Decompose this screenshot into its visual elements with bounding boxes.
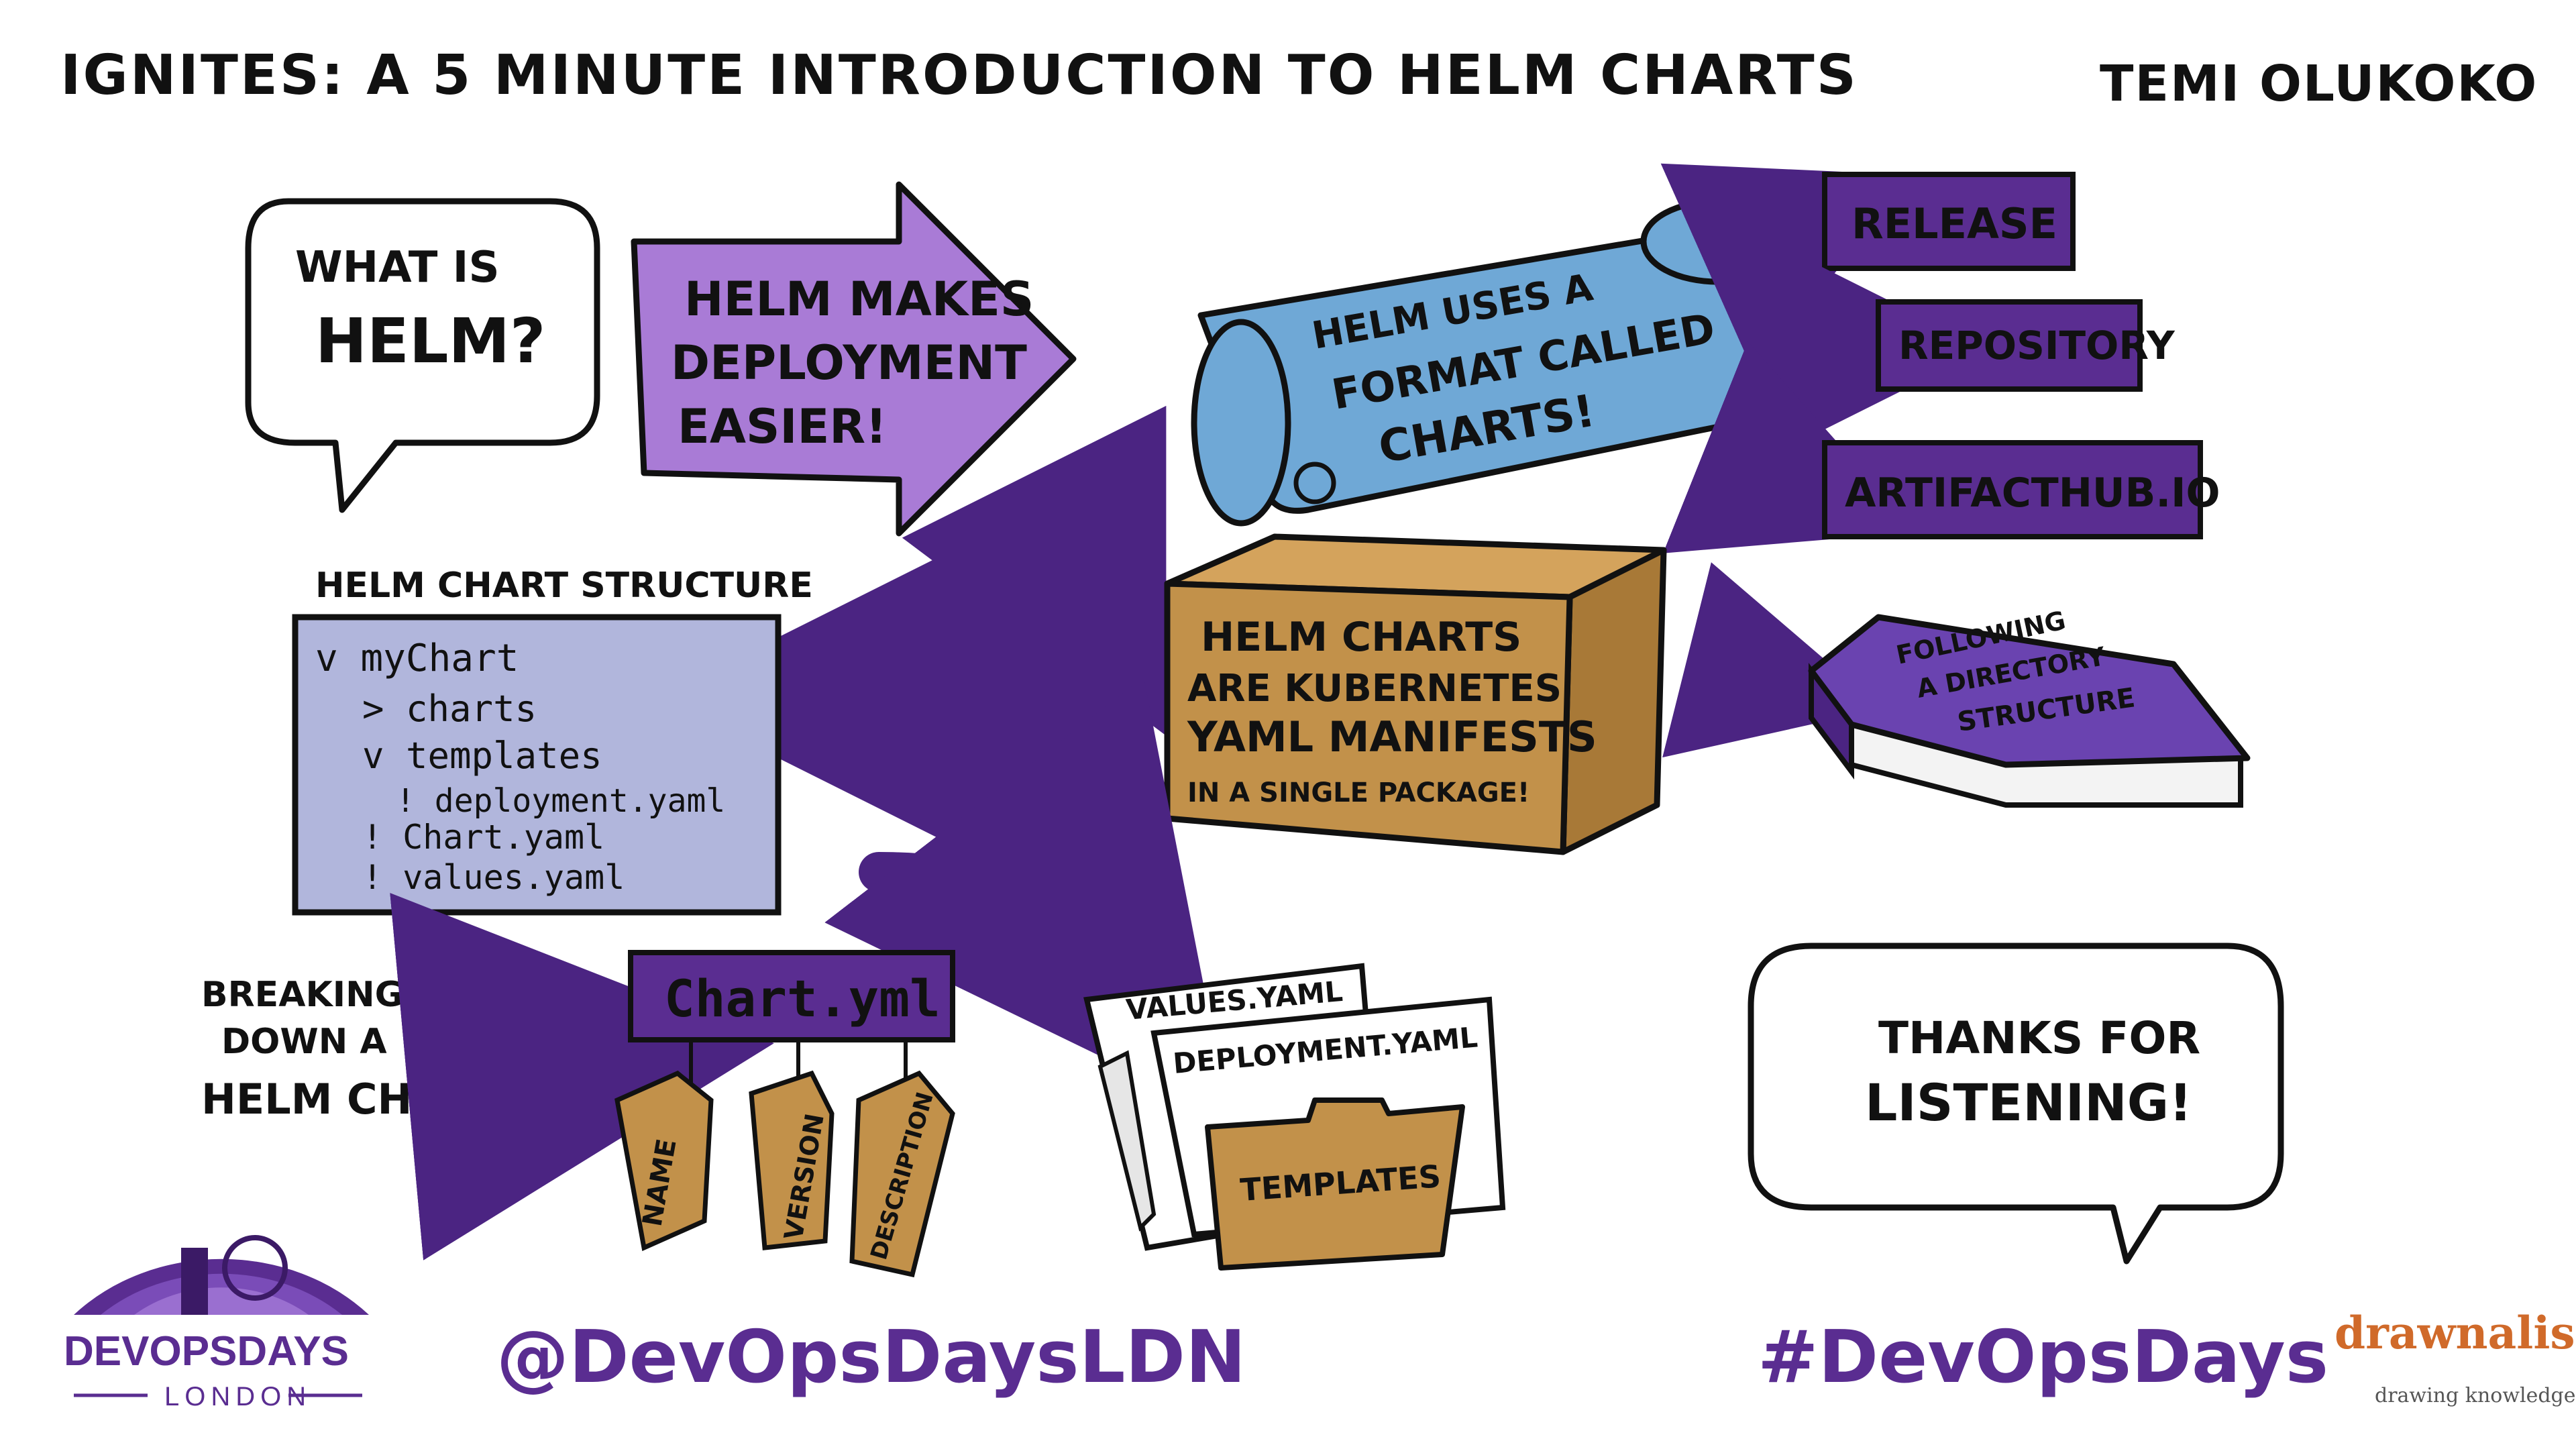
question-speech-bubble: WHAT IS HELM? xyxy=(245,198,600,513)
structure-line-values: ! values.yaml xyxy=(362,858,625,897)
question-line-2: HELM? xyxy=(315,305,545,377)
box-line-1: HELM CHARTS xyxy=(1201,614,1521,661)
chart-yml-breakdown: Chart.yml NAME VERSION DESCRIPTION xyxy=(614,950,955,1278)
breaking-line-2: DOWN A xyxy=(221,1022,387,1062)
repository-item: REPOSITORY xyxy=(1758,235,2176,463)
thanks-line-2: LISTENING! xyxy=(1865,1073,2192,1132)
directory-book: FOLLOWING A DIRECTORY STRUCTURE xyxy=(1808,605,2251,808)
arrow-line-2: DEPLOYMENT xyxy=(671,335,1027,390)
structure-line-deployment: ! deployment.yaml xyxy=(396,782,725,820)
breaking-line-1: BREAKING xyxy=(201,975,403,1015)
page-title: IGNITES: A 5 MINUTE INTRODUCTION TO HELM… xyxy=(60,44,1858,107)
template-files: VALUES.YAML DEPLOYMENT.YAML TEMPLATES xyxy=(1083,963,1506,1271)
structure-title: HELM CHART STRUCTURE xyxy=(315,566,813,606)
box-line-2: ARE KUBERNETES xyxy=(1187,667,1562,710)
arrow-line-3: EASIER! xyxy=(678,399,887,454)
structure-line-charts: > charts xyxy=(362,688,537,730)
package-box: HELM CHARTS ARE KUBERNETES YAML MANIFEST… xyxy=(1164,533,1667,855)
devopsdays-logo: DEVOPSDAYS LONDON xyxy=(64,1235,369,1411)
structure-line-templates: v templates xyxy=(362,735,602,777)
thanks-line-1: THANKS FOR xyxy=(1878,1012,2200,1064)
author-name: TEMI OLUKOKO xyxy=(2100,55,2538,113)
brand-name: drawnalism xyxy=(2334,1307,2576,1359)
question-line-1: WHAT IS xyxy=(295,243,500,292)
artifacthub-item: ARTIFACTHUB.IO xyxy=(1663,341,2220,553)
artifacthub-label: ARTIFACTHUB.IO xyxy=(1845,470,2220,517)
chart-yml-label: Chart.yml xyxy=(664,969,941,1028)
box-line-4: IN A SINGLE PACKAGE! xyxy=(1187,777,1529,808)
scroll-to-box-arrow xyxy=(902,405,1167,736)
logo-name: DEVOPSDAYS xyxy=(64,1328,349,1375)
drawnalism-brand: drawnalism drawing knowledge xyxy=(2334,1307,2576,1407)
chart-structure-panel: HELM CHART STRUCTURE v myChart > charts … xyxy=(292,566,813,916)
repository-label: REPOSITORY xyxy=(1898,323,2176,368)
brand-tagline: drawing knowledge xyxy=(2375,1384,2576,1407)
breaking-line-3: HELM CHART xyxy=(201,1075,503,1124)
release-label: RELEASE xyxy=(1851,199,2057,248)
structure-to-files-arrow xyxy=(824,677,1230,1119)
hashtag[interactable]: #DevOpsDays xyxy=(1758,1316,2328,1399)
box-line-3: YAML MANIFESTS xyxy=(1187,712,1597,761)
twitter-handle[interactable]: @DevOpsDaysLDN xyxy=(496,1316,1246,1399)
structure-line-mychart: v myChart xyxy=(315,637,519,680)
breaking-down-label: BREAKING DOWN A HELM CHART xyxy=(201,975,503,1124)
breaking-arrow xyxy=(390,892,774,1260)
arrow-line-1: HELM MAKES xyxy=(684,272,1034,327)
thanks-speech-bubble: THANKS FOR LISTENING! xyxy=(1748,943,2284,1265)
deployment-easier-arrow: HELM MAKES DEPLOYMENT EASIER! xyxy=(631,181,1077,537)
logo-city: LONDON xyxy=(164,1382,311,1411)
structure-line-chartyaml: ! Chart.yaml xyxy=(362,818,604,857)
box-to-book-arrow xyxy=(1662,562,1882,758)
